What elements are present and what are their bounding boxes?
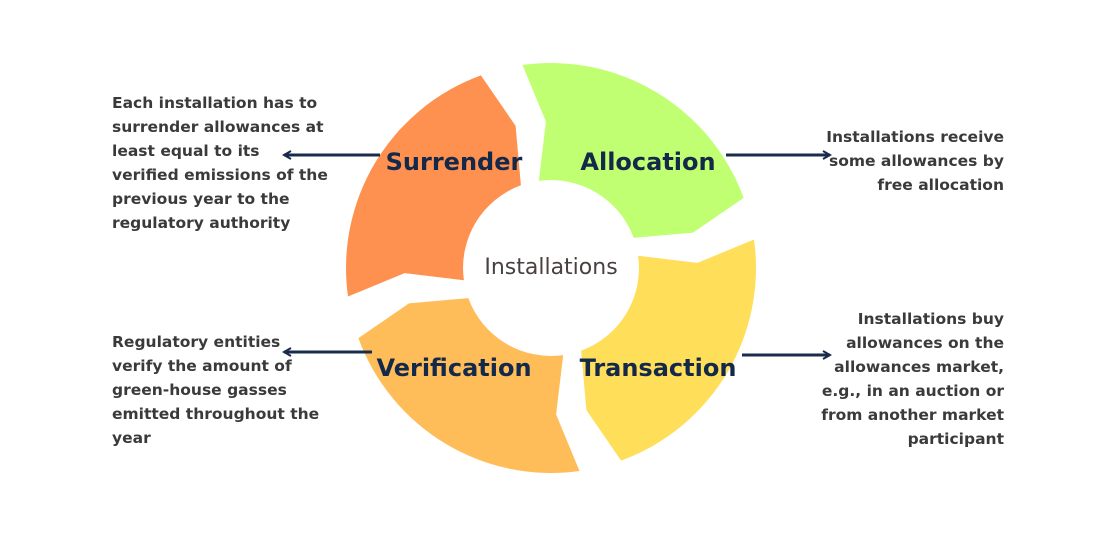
label-surrender: Surrender xyxy=(386,148,523,176)
description-verification: Regulatory entities verify the amount of g… xyxy=(112,330,319,450)
description-line: verify the amount of xyxy=(112,357,292,375)
description-line: least equal to its xyxy=(112,142,260,160)
description-line: previous year to the xyxy=(112,190,290,208)
label-transaction: Transaction xyxy=(580,354,737,382)
description-line: from another market xyxy=(821,406,1004,424)
description-line: participant xyxy=(907,430,1004,448)
description-line: some allowances by xyxy=(828,152,1004,170)
description-transaction: Installations buy allowances on the allowa… xyxy=(821,307,1004,451)
label-verification: Verification xyxy=(376,354,531,382)
segment-allocation xyxy=(522,63,744,238)
label-allocation: Allocation xyxy=(580,148,715,176)
description-line: surrender allowances at xyxy=(112,118,324,136)
description-surrender: Each installation has to surrender allowa… xyxy=(112,91,328,235)
description-line: Installations receive xyxy=(826,128,1004,146)
description-line: allowances market, xyxy=(834,358,1004,376)
description-line: verified emissions of the xyxy=(112,166,328,184)
description-line: Regulatory entities xyxy=(112,333,281,351)
segment-surrender xyxy=(346,75,521,297)
description-line: green-house gasses xyxy=(112,381,287,399)
description-line: emitted throughout the xyxy=(112,405,320,423)
description-line: allowances on the xyxy=(846,334,1004,352)
description-line: e.g., in an auction or xyxy=(821,382,1004,400)
segment-transaction xyxy=(581,239,756,461)
description-line: free allocation xyxy=(877,176,1004,194)
description-line: regulatory authority xyxy=(112,214,291,232)
description-line: Each installation has to xyxy=(112,94,318,112)
center-label: Installations xyxy=(484,255,617,280)
description-allocation: Installations receive some allowances by f… xyxy=(826,125,1004,197)
description-line: Installations buy xyxy=(857,310,1004,328)
segment-verification xyxy=(358,298,580,473)
description-line: year xyxy=(112,429,151,447)
